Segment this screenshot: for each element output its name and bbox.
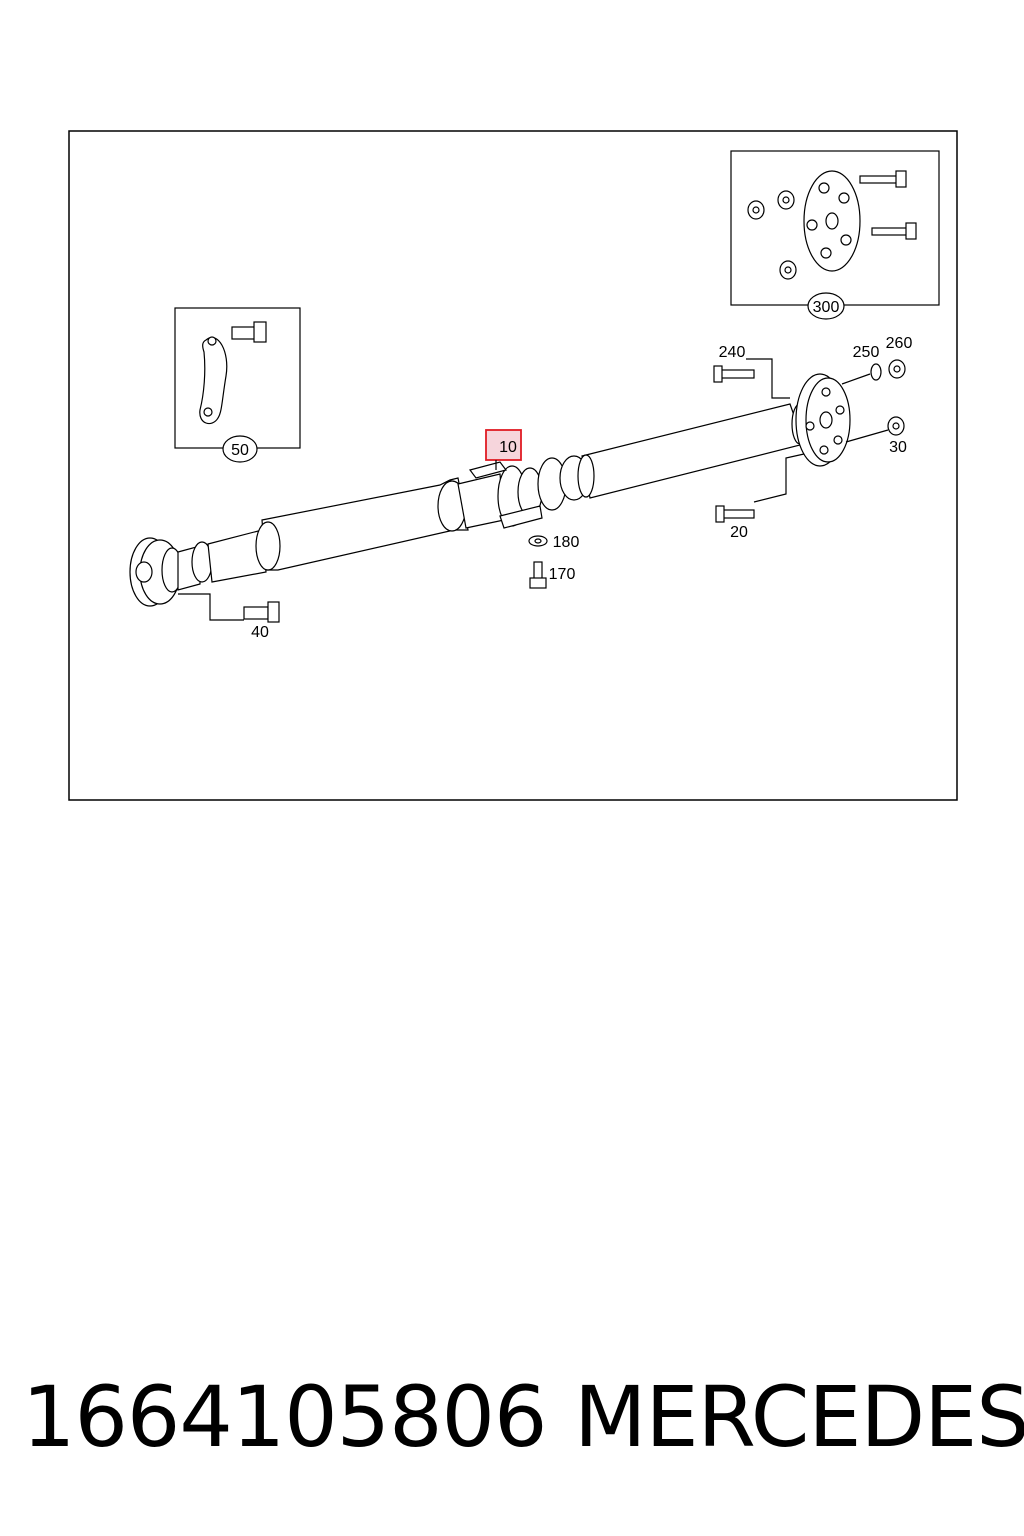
callout-170[interactable]: 170 <box>549 566 576 583</box>
svg-text:20: 20 <box>730 524 748 541</box>
nut-icon <box>747 200 765 220</box>
svg-text:40: 40 <box>251 624 269 641</box>
nut-icon <box>888 359 906 379</box>
footer-caption: 1664105806 MERCEDES <box>22 1368 1024 1478</box>
svg-text:240: 240 <box>719 344 746 361</box>
inset-flex-disc-kit: 300 <box>730 150 940 320</box>
bolt-icon <box>713 365 755 383</box>
washer-icon <box>870 363 882 381</box>
svg-text:50: 50 <box>231 442 249 459</box>
callout-30[interactable]: 30 <box>889 439 907 456</box>
washer-icon <box>528 535 548 547</box>
center-bearing <box>468 455 589 529</box>
callout-300[interactable]: 300 <box>807 292 845 320</box>
svg-text:180: 180 <box>553 534 580 551</box>
bolt-icon <box>243 601 280 623</box>
callout-250[interactable]: 250 <box>853 344 880 361</box>
callout-180[interactable]: 180 <box>553 534 580 551</box>
svg-text:10: 10 <box>499 439 517 456</box>
callout-20[interactable]: 20 <box>730 524 748 541</box>
bolt-icon <box>715 505 755 523</box>
brand-name: MERCEDES <box>574 1368 1024 1466</box>
nut-icon <box>779 260 797 280</box>
inset-strap-kit: 50 <box>174 307 301 463</box>
callout-260[interactable]: 260 <box>886 335 913 352</box>
part-number: 1664105806 <box>22 1368 547 1466</box>
svg-text:170: 170 <box>549 566 576 583</box>
callout-40[interactable]: 40 <box>251 624 269 641</box>
callout-50[interactable]: 50 <box>222 435 258 463</box>
rear-flex-disc <box>795 373 851 467</box>
bolt-icon <box>231 321 267 343</box>
svg-text:260: 260 <box>886 335 913 352</box>
bolt-icon <box>529 561 547 589</box>
nut-icon <box>887 416 905 436</box>
callout-240[interactable]: 240 <box>719 344 746 361</box>
callout-10-highlighted[interactable]: 10 <box>485 429 522 470</box>
svg-text:30: 30 <box>889 439 907 456</box>
bolt-icon <box>871 222 917 240</box>
svg-text:300: 300 <box>813 299 840 316</box>
bolt-icon <box>859 170 907 188</box>
propeller-shaft <box>129 373 851 607</box>
svg-text:250: 250 <box>853 344 880 361</box>
nut-icon <box>777 190 795 210</box>
